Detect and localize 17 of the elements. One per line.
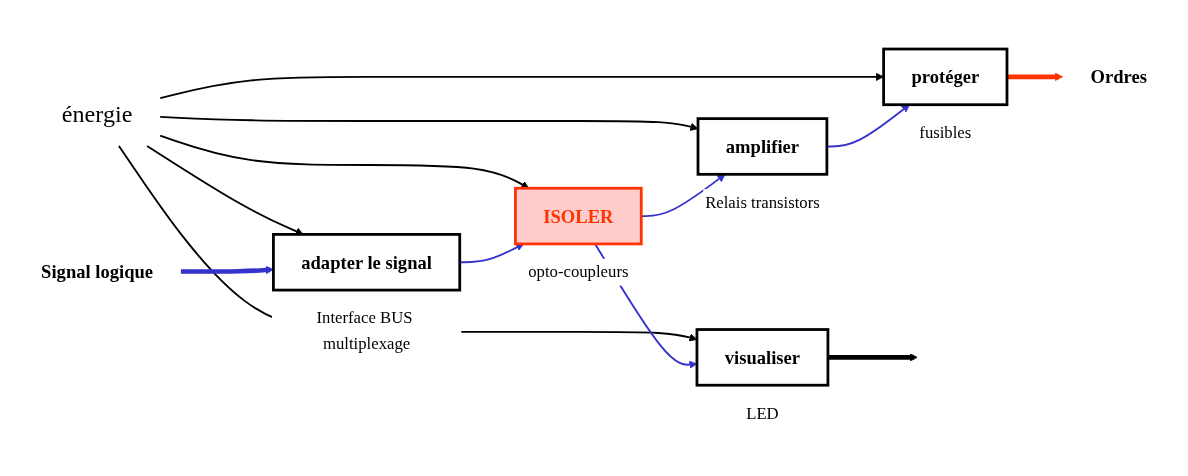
arrow — [159, 134, 530, 189]
arrow — [159, 116, 699, 131]
arrow — [827, 353, 918, 362]
node-text: énergie — [61, 100, 133, 128]
node-box: ISOLER — [514, 186, 643, 246]
annotation-text: fusibles — [917, 119, 974, 147]
annotation-text: LED — [744, 400, 781, 427]
node-box: amplifier — [696, 117, 829, 176]
node-box: adapter le signal — [272, 233, 462, 292]
arrow — [159, 72, 884, 100]
node-box: protéger — [882, 47, 1009, 107]
annotation-text: opto-coupleurs — [526, 258, 631, 286]
node-text: Ordres — [1090, 66, 1147, 88]
arrow — [1007, 72, 1064, 81]
node-box: visualiser — [695, 328, 830, 387]
node-text: Signal logique — [41, 261, 154, 282]
arrow — [180, 265, 274, 275]
